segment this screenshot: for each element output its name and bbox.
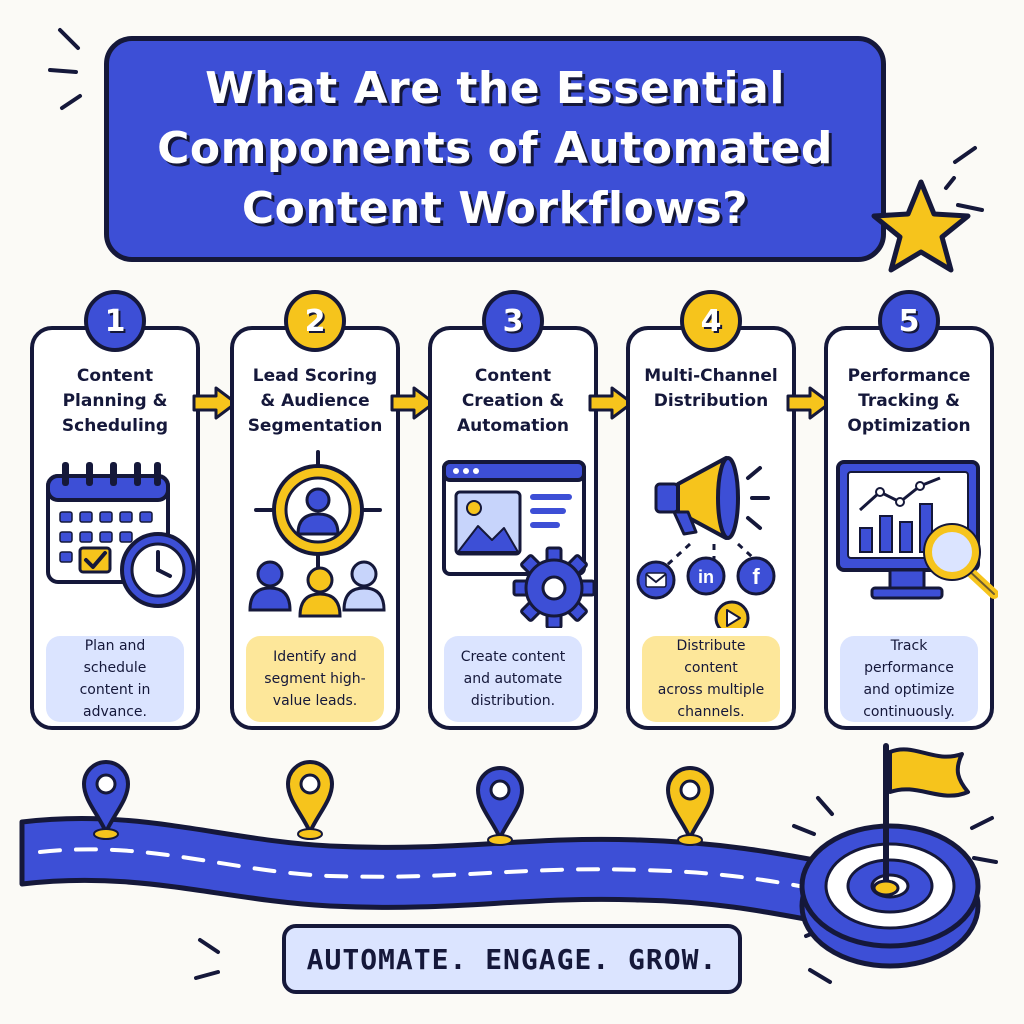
svg-text:in: in [698,567,714,587]
step-5-number-badge: 5 [878,290,940,352]
arrow-right-icon [588,386,634,420]
step-5-illustration [836,460,998,600]
step-3-number-badge: 3 [482,290,544,352]
step-1-illustration [46,462,196,608]
step-1-description: Plan and schedule content in advance. [46,636,184,722]
gear-icon [512,546,596,628]
map-pin-icon [286,760,334,840]
map-pin-icon [82,760,130,840]
slogan-banner: AUTOMATE. ENGAGE. GROW. [282,924,742,994]
step-2-description: Identify and segment high- value leads. [246,636,384,722]
map-pin-icon [666,766,714,846]
step-2-title: Lead Scoring & Audience Segmentation [247,366,383,436]
facebook-icon: f [736,556,776,596]
linkedin-icon: in [686,556,726,596]
target-goal-icon [799,823,981,969]
page-title-line-1: What Are the Essential [205,63,785,114]
step-card-5: Performance Tracking & Optimization Tr [824,326,998,730]
step-3-illustration [442,460,596,628]
magnifier-icon [923,523,998,599]
user-icon [296,487,340,536]
step-card-2: Lead Scoring & Audience Segmentation Ide… [230,326,400,730]
arrow-right-icon [192,386,238,420]
step-3-description: Create content and automate distribution… [444,636,582,722]
step-4-description: Distribute content across multiple chann… [642,636,780,722]
step-2-illustration [248,450,386,618]
page-title-line-2: Components of Automated [157,123,833,174]
step-card-3: Content Creation & Automation [428,326,598,730]
road-icon [19,743,998,969]
step-4-illustration: in f [636,456,776,628]
map-pin-icon [476,766,524,846]
step-card-1: Content Planning & Scheduling [30,326,200,730]
page-title-line-3: Content Workflows? [241,183,749,234]
step-1-title: Content Planning & Scheduling [61,366,169,436]
email-icon [636,560,676,600]
svg-text:f: f [752,564,760,589]
line-chart-icon [858,476,941,512]
clock-icon [120,532,196,608]
arrow-right-icon [786,386,832,420]
step-4-number-badge: 4 [680,290,742,352]
step-3-title: Content Creation & Automation [457,366,569,436]
image-icon [454,490,522,556]
flag-icon [872,743,970,897]
calendar-icon [46,462,170,584]
audience-group-icon [248,560,386,618]
title-banner: What Are the Essential Components of Aut… [104,36,886,262]
star-icon [871,176,971,273]
step-card-4: Multi-Channel Distribution in [626,326,796,730]
step-4-title: Multi-Channel Distribution [644,366,778,411]
step-2-number-badge: 2 [284,290,346,352]
play-icon [714,600,750,628]
megaphone-icon [654,456,770,540]
step-5-title: Performance Tracking & Optimization [847,366,971,436]
arrow-right-icon [390,386,436,420]
step-5-description: Track performance and optimize continuou… [840,636,978,722]
step-1-number-badge: 1 [84,290,146,352]
checkmark-icon [78,546,112,574]
